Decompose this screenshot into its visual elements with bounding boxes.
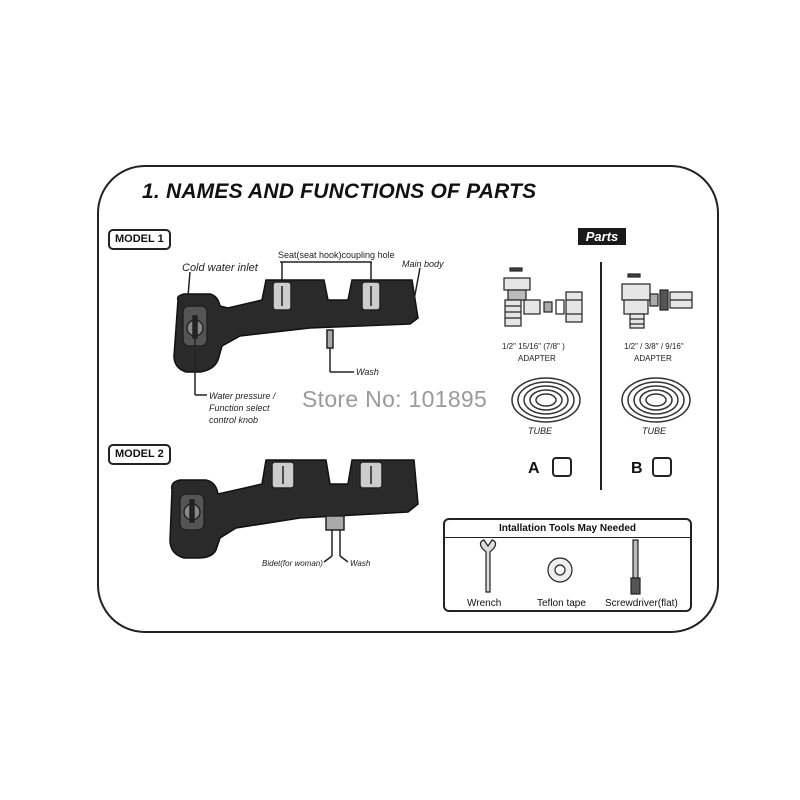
label-knob-line-1: Water pressure /	[209, 391, 276, 401]
tools-divider	[445, 537, 690, 538]
parts-heading: Parts	[578, 228, 626, 245]
tube-b-label: TUBE	[642, 426, 667, 436]
kit-b-checkbox[interactable]	[652, 457, 672, 477]
tool-label-wrench: Wrench	[467, 598, 502, 609]
wrench-icon	[479, 539, 497, 593]
label-seat-coupling-hole: Seat(seat hook)coupling hole	[278, 250, 395, 260]
label-cold-water-inlet: Cold water inlet	[182, 262, 258, 274]
model-1-tag: MODEL 1	[108, 229, 171, 250]
adapter-b-label: ADAPTER	[634, 354, 672, 363]
adapter-a-sizes: 1/2" 15/16" (7/8" )	[502, 342, 565, 351]
adapter-b-sizes: 1/2" / 3/8" / 9/16"	[624, 342, 684, 351]
kit-a-checkbox[interactable]	[552, 457, 572, 477]
tool-label-screwdriver: Screwdriver(flat)	[605, 598, 678, 609]
tool-label-teflon-tape: Teflon tape	[537, 598, 586, 609]
model-2-tag: MODEL 2	[108, 444, 171, 465]
label-knob-line-2: Function select	[209, 403, 270, 413]
kit-a-letter: A	[528, 460, 540, 477]
label-wash-model-2: Wash	[350, 559, 371, 568]
label-bidet-for-woman: Bidet(for woman)	[262, 559, 323, 568]
diagram-frame	[97, 165, 719, 633]
screwdriver-icon	[632, 539, 639, 579]
label-wash-model-1: Wash	[356, 367, 379, 377]
installation-tools-box: Intallation Tools May Needed	[443, 518, 692, 612]
label-main-body: Main body	[402, 259, 444, 269]
tools-title: Intallation Tools May Needed	[498, 523, 637, 534]
kit-b-letter: B	[631, 460, 643, 477]
parts-divider	[600, 262, 602, 490]
tube-a-label: TUBE	[528, 426, 553, 436]
page-title: 1. NAMES AND FUNCTIONS OF PARTS	[142, 180, 537, 203]
label-knob-line-3: control knob	[209, 415, 259, 425]
store-watermark: Store No: 101895	[302, 386, 488, 412]
adapter-a-label: ADAPTER	[518, 354, 556, 363]
